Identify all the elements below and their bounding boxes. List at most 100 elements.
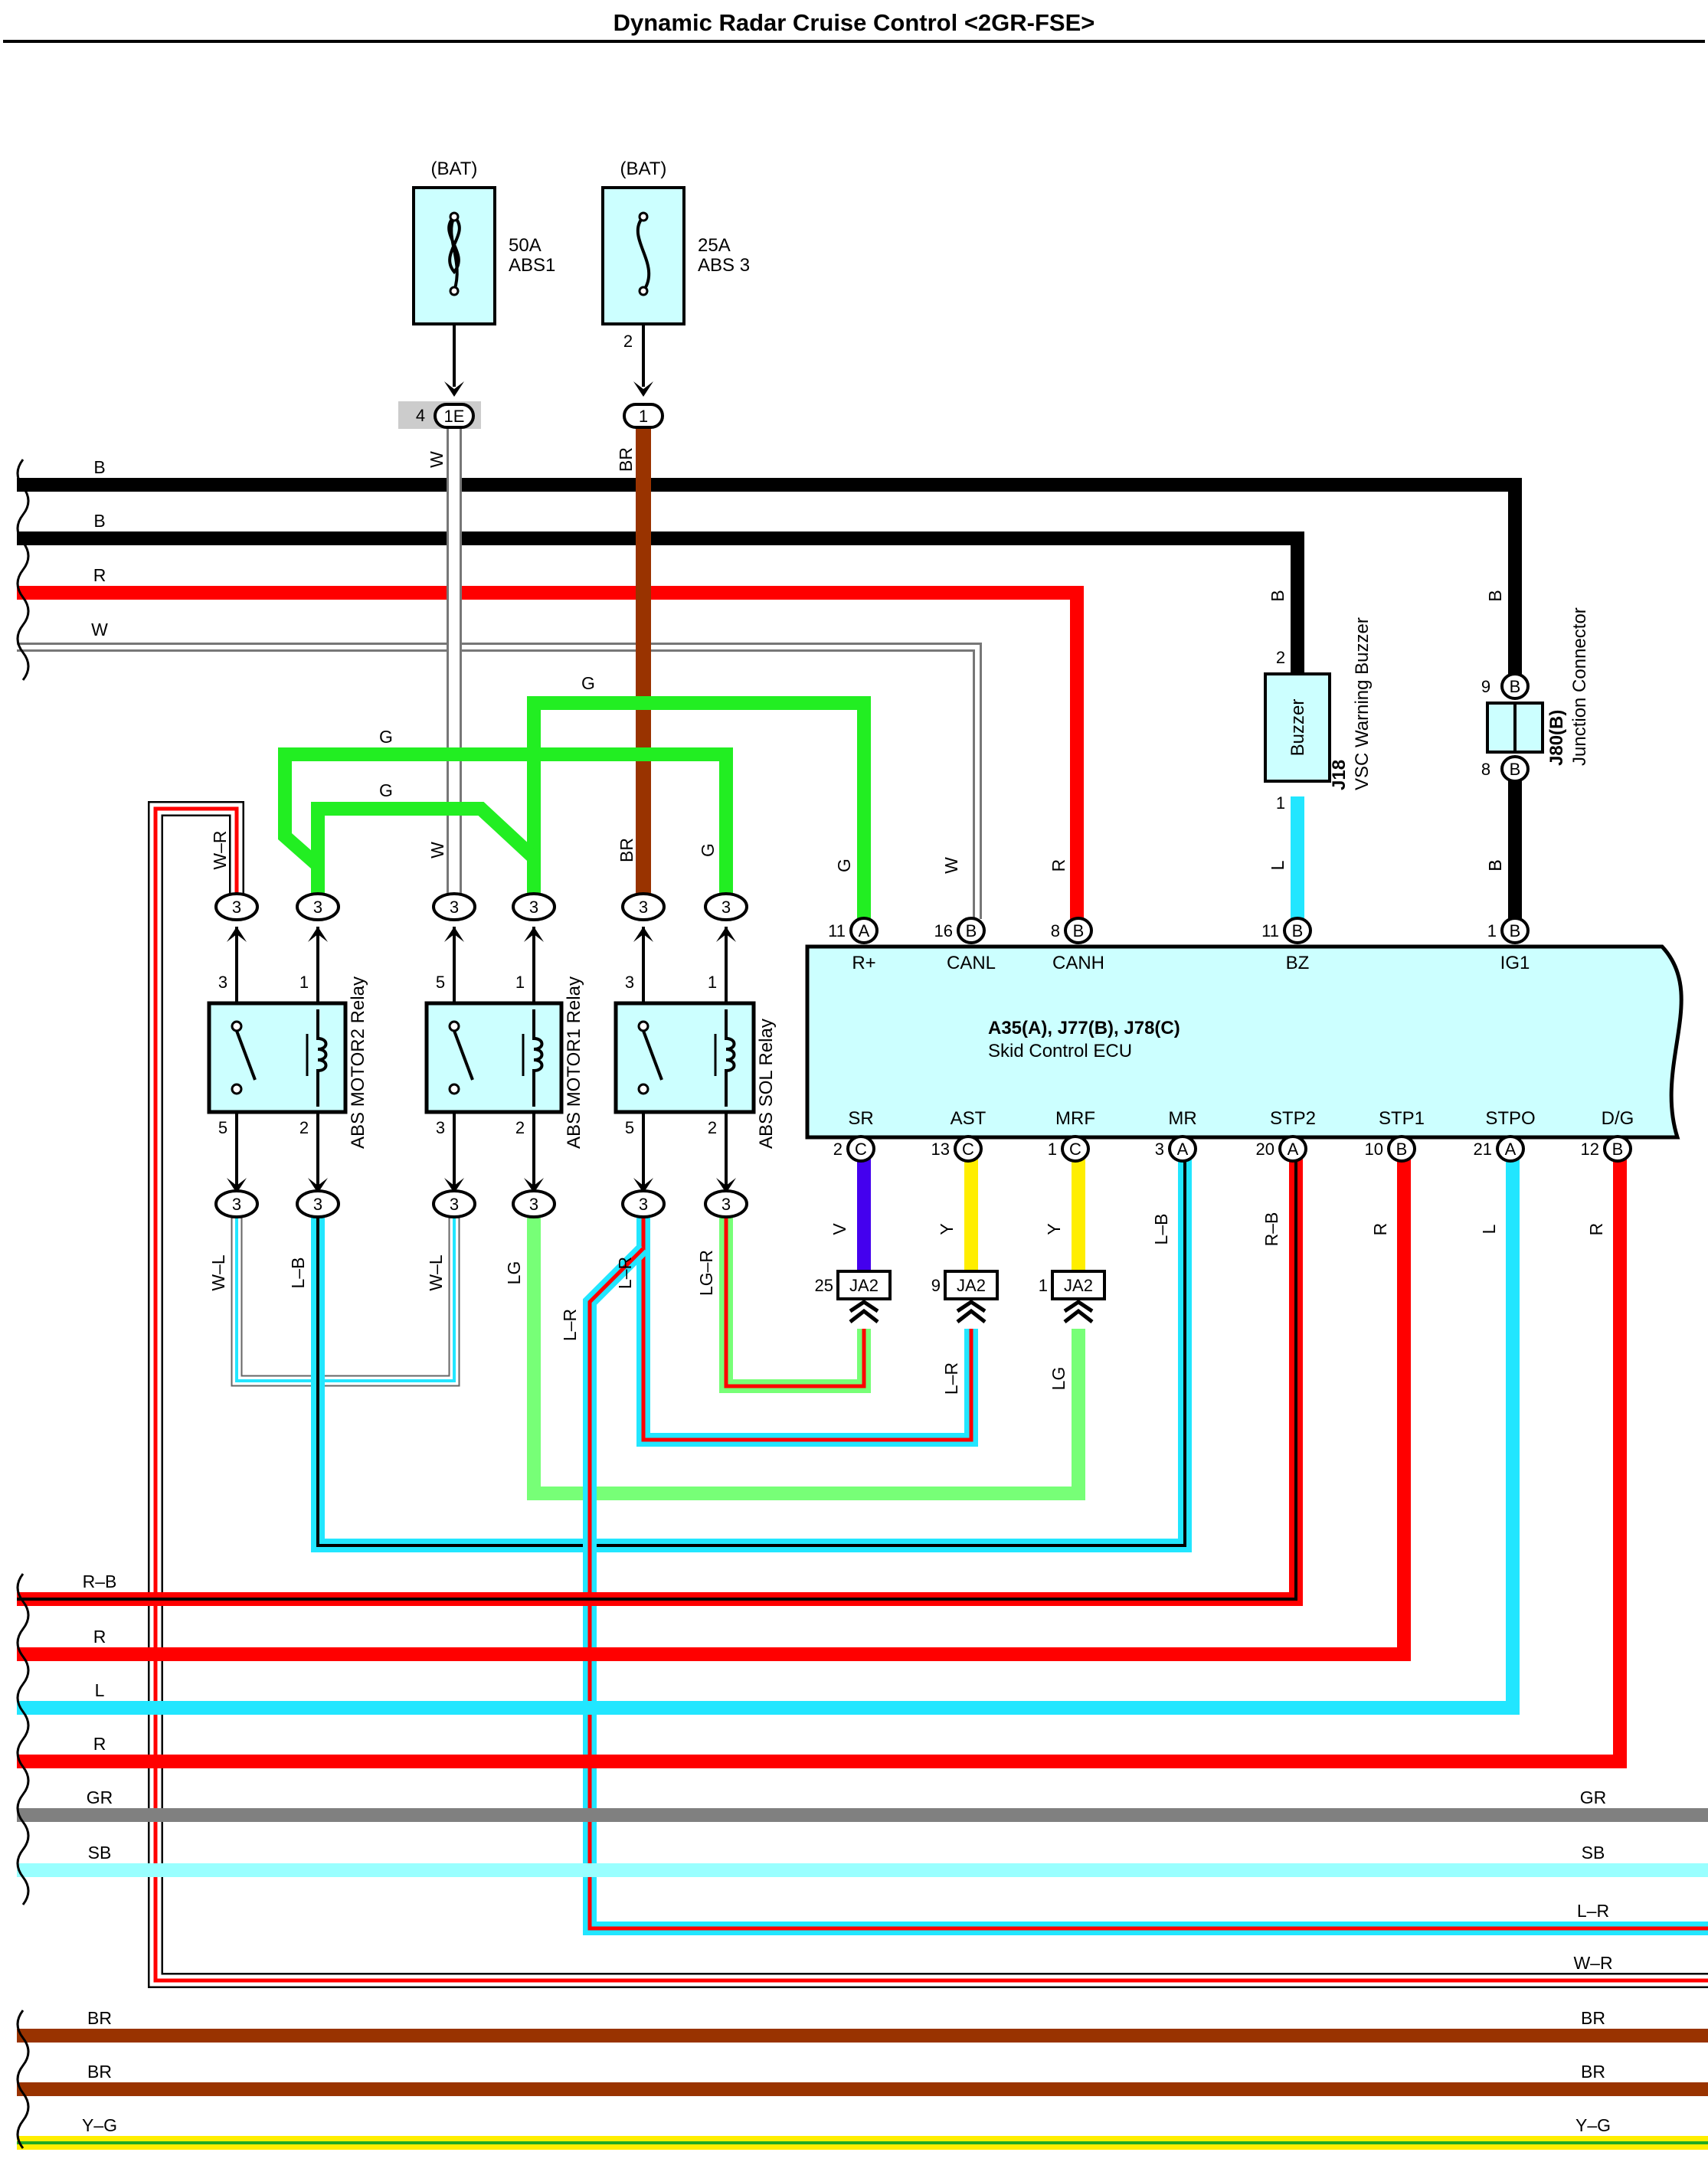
connector-pin: 4 [416,406,425,425]
ecu-pin-conn: A [1177,1140,1189,1159]
buzzer-pin: 2 [1276,648,1285,667]
junction-name: Junction Connector [1569,607,1590,766]
wire-label: Y–G [82,2115,117,2135]
ecu-pin-number: 13 [931,1140,950,1159]
ecu-pin-label: CANL [947,953,996,973]
wire-label: L [1479,1224,1499,1234]
fuse-abs3: (BAT) 25A ABS 3 2 1 [601,159,750,429]
wire-label: SB [88,1843,112,1863]
wire-label: G [379,780,393,800]
wires [17,425,1708,2150]
wire-label: L–R [615,1257,635,1289]
ja2-pin-number: 1 [1039,1276,1048,1295]
ecu-pin-conn: B [966,921,977,940]
wire-label: G [581,673,595,693]
wire-label: BR [1581,2062,1605,2082]
relay-connector: 3 [313,898,322,917]
page-title: Dynamic Radar Cruise Control <2GR-FSE> [614,9,1095,36]
wire-label: B [1268,590,1288,601]
wire-label: BR [1581,2008,1605,2028]
ja2-label: JA2 [957,1276,986,1295]
relay-name: ABS MOTOR2 Relay [348,976,368,1149]
ecu-pin-label: MRF [1055,1108,1095,1129]
relay-pin: 3 [625,973,634,992]
fuse-abs1: (BAT) 50A ABS1 4 1E [398,159,555,429]
ecu-pin-label: CANH [1052,953,1104,973]
wire-label: G [379,727,393,747]
junction-pin: 9 [1481,677,1490,696]
ecu-name: Skid Control ECU [988,1041,1132,1061]
wire-label: W–R [210,830,230,869]
ecu-pin-number: 11 [828,921,846,940]
wire-label: R–B [1261,1212,1281,1247]
connector-id: 1 [639,407,648,426]
ecu-pin-conn: C [855,1140,867,1159]
ecu-pin-label: D/G [1602,1108,1634,1129]
right-wire-labels: GR SB L–R W–R BR BR Y–G [1573,1787,1612,2135]
wire-label: Y [937,1223,957,1235]
ecu-pin-conn: C [1069,1140,1081,1159]
fuse-icon [447,215,461,292]
ecu-pin-number: 3 [1155,1140,1164,1159]
junction-code: J80(B) [1546,710,1567,766]
buzzer-body: Buzzer [1288,699,1308,757]
ja2-pin-number: 25 [815,1276,833,1295]
wire-label: R [93,1734,106,1754]
ja2-pin-number: 9 [931,1276,941,1295]
relay-connector: 3 [232,1195,241,1214]
relay-pin: 5 [218,1118,227,1137]
relay-pin: 3 [436,1118,445,1137]
wire-label: SB [1582,1843,1605,1863]
relay-coil-icon [532,1009,544,1107]
ecu-pin-conn: C [962,1140,974,1159]
ecu-pin-number: 8 [1051,921,1060,940]
junction-pin: 8 [1481,760,1490,779]
relay-name: ABS MOTOR1 Relay [564,976,584,1149]
ecu-pin-conn: B [1073,921,1085,940]
wire-label: L–R [560,1309,580,1341]
wire-label: W [427,451,447,468]
ecu-pin-number: 12 [1581,1140,1599,1159]
wire-label: L [95,1680,105,1700]
relay-pin: 3 [218,973,227,992]
connector-id: 1E [444,407,465,426]
ecu-pin-number: 1 [1048,1140,1057,1159]
junction-j80: B 9 B B 8 B J80(B) Junction Connector [1481,590,1590,871]
wire-label: Y [1044,1223,1064,1235]
junction-conn: B [1510,677,1521,696]
wire-label: L–R [941,1362,961,1395]
buzzer-j18: B 2 Buzzer 1 L J18 VSC Warning Buzzer [1264,590,1373,870]
ja2-label: JA2 [849,1276,879,1295]
relay-pin: 2 [708,1118,717,1137]
relay-coil-icon [725,1009,736,1107]
fuse-source: (BAT) [620,159,667,179]
relay-pin: 1 [515,973,525,992]
wire-break-marks [16,459,30,2149]
wire-label: W–L [208,1254,228,1291]
fuse-icon [636,215,651,293]
relay-coil-icon [316,1009,328,1107]
ecu-pin-number: 10 [1365,1140,1383,1159]
ecu-pin-label: AST [951,1108,987,1129]
relay-pin: 2 [299,1118,309,1137]
buzzer-code: J18 [1329,760,1350,790]
fuse-source: (BAT) [431,159,478,179]
wire-label: W [427,842,447,859]
relay-connector: 3 [450,898,459,917]
fuse-pin: 2 [623,332,633,351]
wire-label: R–B [83,1572,117,1591]
